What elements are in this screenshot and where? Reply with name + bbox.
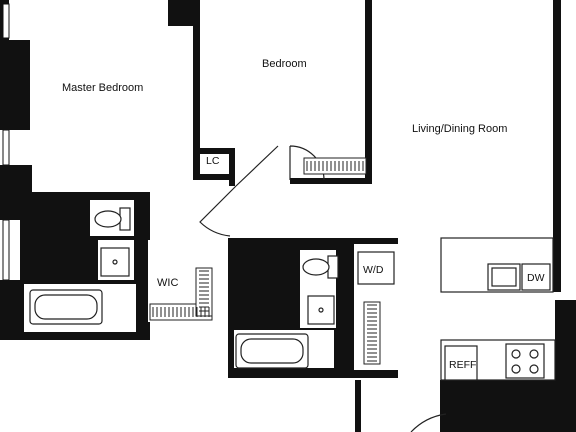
bedroom-right-wall	[365, 0, 372, 184]
burner-icon	[529, 349, 539, 359]
room-label-bedroom: Bedroom	[262, 58, 307, 70]
kitchen-sink-basin	[491, 267, 517, 287]
window	[2, 3, 10, 39]
master-door-swing	[199, 185, 237, 237]
lc-door	[235, 145, 279, 187]
entry-wall	[355, 380, 361, 432]
washer-dryer-box	[357, 251, 395, 285]
sink-icon	[307, 295, 335, 325]
refrigerator-box	[444, 345, 478, 381]
entry-door-swing	[410, 413, 447, 432]
master-bath-wall	[140, 192, 148, 340]
second-bath-bottom-wall	[228, 370, 398, 378]
fixture-label-washer-dryer: W/D	[363, 264, 384, 276]
fixture-label-refrigerator: REFF	[449, 359, 476, 371]
window	[2, 129, 10, 166]
toilet-icon	[94, 210, 122, 228]
closet-hatching	[152, 161, 377, 362]
room-label-lc: LC	[206, 155, 220, 167]
drain-icon	[112, 259, 118, 265]
right-wall	[553, 0, 561, 292]
fixtures	[29, 145, 556, 432]
room-label-living-dining: Living/Dining Room	[412, 123, 507, 135]
lc-bottom-wall	[193, 174, 235, 180]
stove-icon	[505, 343, 545, 379]
left-wall-segment	[0, 40, 30, 130]
sink-icon	[100, 247, 130, 277]
burner-icon	[511, 364, 521, 374]
bathtub-basin	[240, 338, 304, 364]
bathtub-icon	[235, 333, 309, 369]
kitchen-bottom-wall	[440, 380, 576, 432]
bathtub-icon	[29, 289, 103, 325]
room-label-master-bedroom: Master Bedroom	[62, 82, 143, 94]
burner-icon	[529, 364, 539, 374]
second-bath-right-wall	[340, 238, 354, 378]
room-label-wic: WIC	[157, 277, 178, 289]
second-bath-top-wall	[228, 238, 398, 244]
toilet-icon	[302, 258, 330, 276]
bedroom-bottom-wall	[290, 178, 372, 184]
lc-right-wall	[229, 148, 235, 186]
burner-icon	[511, 349, 521, 359]
window	[2, 219, 10, 281]
wic-closet-rod-side	[195, 267, 213, 317]
fixture-label-dishwasher: DW	[527, 272, 545, 284]
drain-icon	[318, 307, 324, 313]
bedroom-left-wall	[193, 0, 200, 180]
dishwasher-box	[521, 263, 551, 291]
lc-top-wall	[193, 148, 233, 154]
bathtub-basin	[34, 294, 98, 320]
